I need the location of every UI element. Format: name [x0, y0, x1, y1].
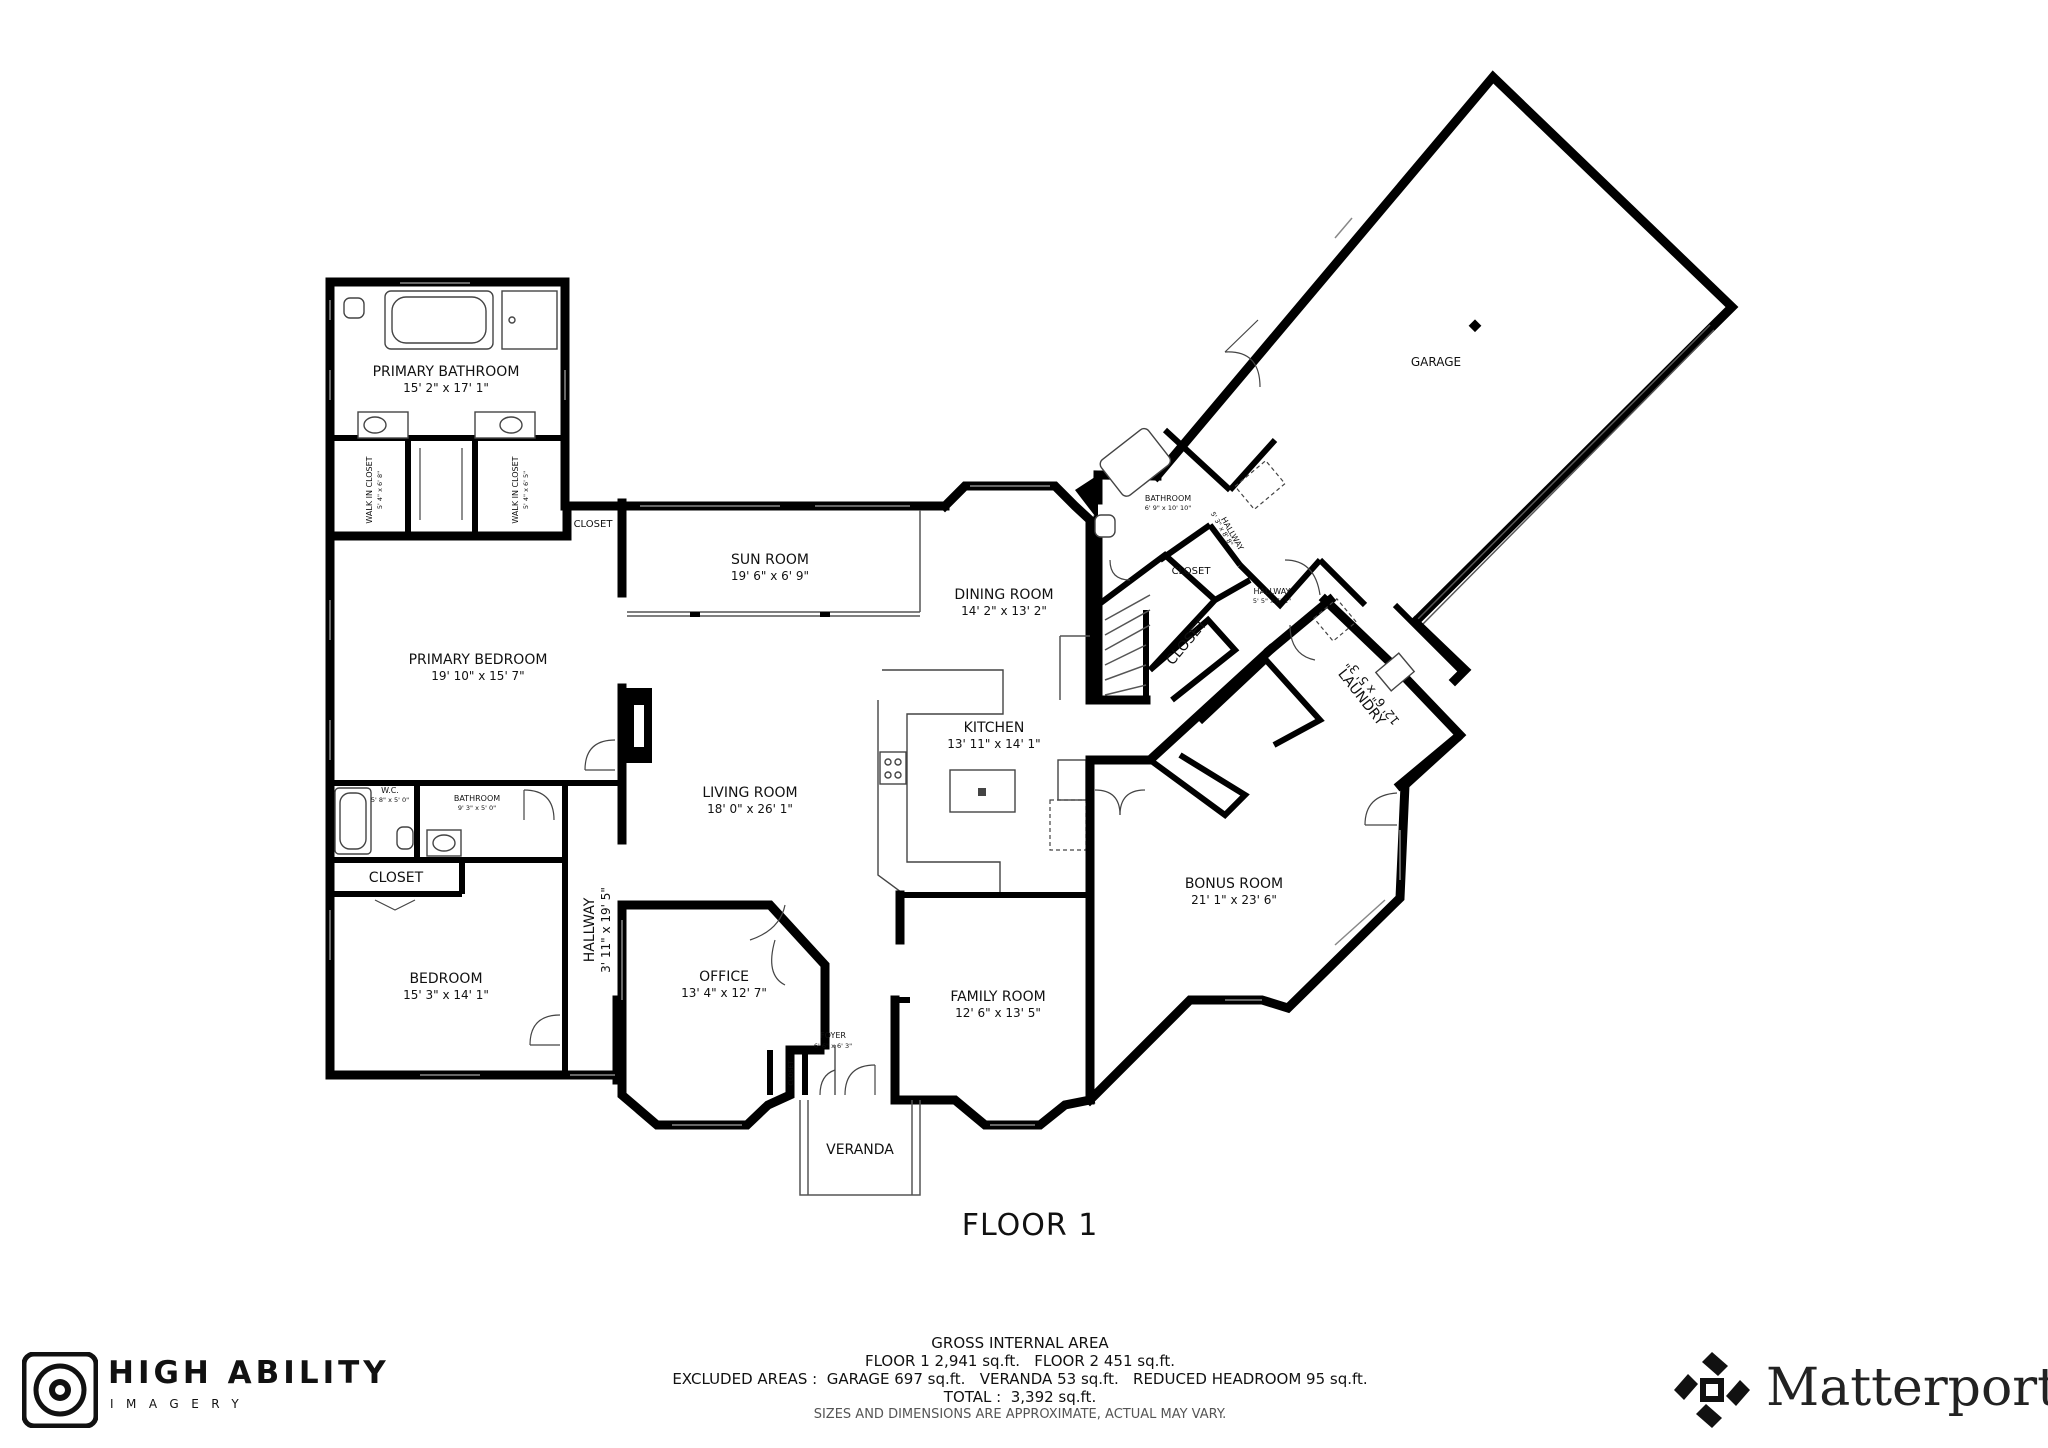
room-name-office: OFFICE	[699, 969, 749, 985]
room-dim-office: 13' 4" x 12' 7"	[681, 986, 767, 1000]
brand-left-line-1: HIGH ABILITY	[108, 1355, 390, 1391]
brand-left-line-2: IMAGERY	[110, 1397, 252, 1411]
room-name-veranda: VERANDA	[826, 1142, 894, 1158]
front-walls	[617, 890, 1096, 1196]
room-name-closet-top: CLOSET	[574, 519, 614, 530]
room-dim-hallway-right: 5' 5" x 6' 1"	[1253, 597, 1291, 605]
room-name-closet-stair: CLOSET	[1163, 616, 1210, 668]
room-name-sun-room: SUN ROOM	[731, 552, 809, 568]
kitchen-fixtures	[877, 635, 1095, 1105]
bonus-room-walls	[1083, 643, 1464, 1107]
room-name-kitchen: KITCHEN	[964, 720, 1025, 736]
sun-room-walls	[617, 501, 950, 617]
floor-label: FLOOR 1	[961, 1208, 1099, 1243]
room-labels: PRIMARY BATHROOM 15' 2" x 17' 1" WALK IN…	[365, 355, 1461, 1158]
room-name-walk-in-closet-right: WALK IN CLOSET	[511, 456, 520, 523]
room-name-closet-foyer: CLOSET	[787, 1060, 795, 1085]
room-name-family-room: FAMILY ROOM	[950, 989, 1045, 1005]
area-line-1: FLOOR 1 2,941 sq.ft. FLOOR 2 451 sq.ft.	[864, 1352, 1176, 1370]
room-dim-kitchen: 13' 11" x 14' 1"	[947, 737, 1040, 751]
room-name-hallway-right: HALLWAY	[1254, 587, 1291, 596]
camera-aperture-icon	[22, 1352, 98, 1428]
room-name-walk-in-closet-left: WALK IN CLOSET	[365, 456, 374, 523]
matterport-logo: Matterport®	[1670, 1348, 2048, 1434]
room-name-bathroom-small: BATHROOM	[454, 794, 500, 803]
room-dim-primary-bathroom: 15' 2" x 17' 1"	[403, 381, 489, 395]
room-dim-bedroom: 15' 3" x 14' 1"	[403, 988, 489, 1002]
room-dim-hallway-left: 3' 11" x 19' 5"	[599, 887, 613, 973]
room-dim-sun-room: 19' 6" x 6' 9"	[731, 569, 809, 583]
room-name-foyer: FOYER	[820, 1031, 846, 1040]
room-dim-dining-room: 14' 2" x 13' 2"	[961, 604, 1047, 618]
bath-bedroom-walls	[330, 783, 568, 1075]
room-dim-bonus-room: 21' 1" x 23' 6"	[1191, 893, 1277, 907]
high-ability-imagery-logo: HIGH ABILITY IMAGERY	[22, 1352, 402, 1432]
stair-area-walls	[1093, 427, 1472, 742]
area-line-3: TOTAL : 3,392 sq.ft.	[943, 1388, 1097, 1406]
room-name-bedroom: BEDROOM	[409, 971, 482, 987]
room-name-bathroom-garage: BATHROOM	[1145, 494, 1191, 503]
room-name-closet-mid: CLOSET	[1172, 566, 1212, 577]
primary-suite-walls	[325, 277, 630, 541]
area-note: SIZES AND DIMENSIONS ARE APPROXIMATE, AC…	[813, 1407, 1227, 1422]
matterport-mark-icon	[1674, 1352, 1750, 1428]
area-title: GROSS INTERNAL AREA	[931, 1334, 1109, 1352]
area-summary: GROSS INTERNAL AREA FLOOR 1 2,941 sq.ft.…	[560, 1334, 1480, 1424]
room-dim-bathroom-small: 9' 3" x 5' 0"	[458, 804, 496, 812]
brand-right-name: Matterport®	[1766, 1358, 2048, 1418]
room-dim-living-room: 18' 0" x 26' 1"	[707, 802, 793, 816]
room-name-garage: GARAGE	[1411, 355, 1461, 369]
room-dim-walk-in-closet-right: 5' 4" x 6' 5"	[522, 471, 530, 509]
room-name-wc: W.C.	[381, 786, 399, 795]
room-dim-family-room: 12' 6" x 13' 5"	[955, 1006, 1041, 1020]
room-dim-primary-bedroom: 19' 10" x 15' 7"	[431, 669, 524, 683]
room-name-closet-bed: CLOSET	[369, 870, 424, 886]
garage-walls	[1150, 70, 1739, 629]
left-wing-walls	[325, 498, 652, 1085]
room-dim-walk-in-closet-left: 5' 4" x 6' 8"	[376, 471, 384, 509]
room-name-primary-bedroom: PRIMARY BEDROOM	[409, 652, 548, 668]
room-dim-wc: 5' 8" x 5' 0"	[371, 796, 409, 804]
brand-right-text: Matterport	[1766, 1358, 2048, 1418]
dining-room-walls	[938, 475, 1098, 705]
room-dim-bathroom-garage: 6' 9" x 10' 10"	[1145, 504, 1191, 512]
room-name-dining-room: DINING ROOM	[954, 587, 1053, 603]
room-dim-foyer: 6' 6" x 6' 3"	[814, 1042, 852, 1050]
room-name-primary-bathroom: PRIMARY BATHROOM	[373, 364, 520, 380]
area-line-2: EXCLUDED AREAS : GARAGE 697 sq.ft. VERAN…	[672, 1370, 1368, 1388]
room-name-living-room: LIVING ROOM	[702, 785, 797, 801]
room-name-bonus-room: BONUS ROOM	[1185, 876, 1283, 892]
room-name-hallway-left: HALLWAY	[582, 897, 598, 962]
